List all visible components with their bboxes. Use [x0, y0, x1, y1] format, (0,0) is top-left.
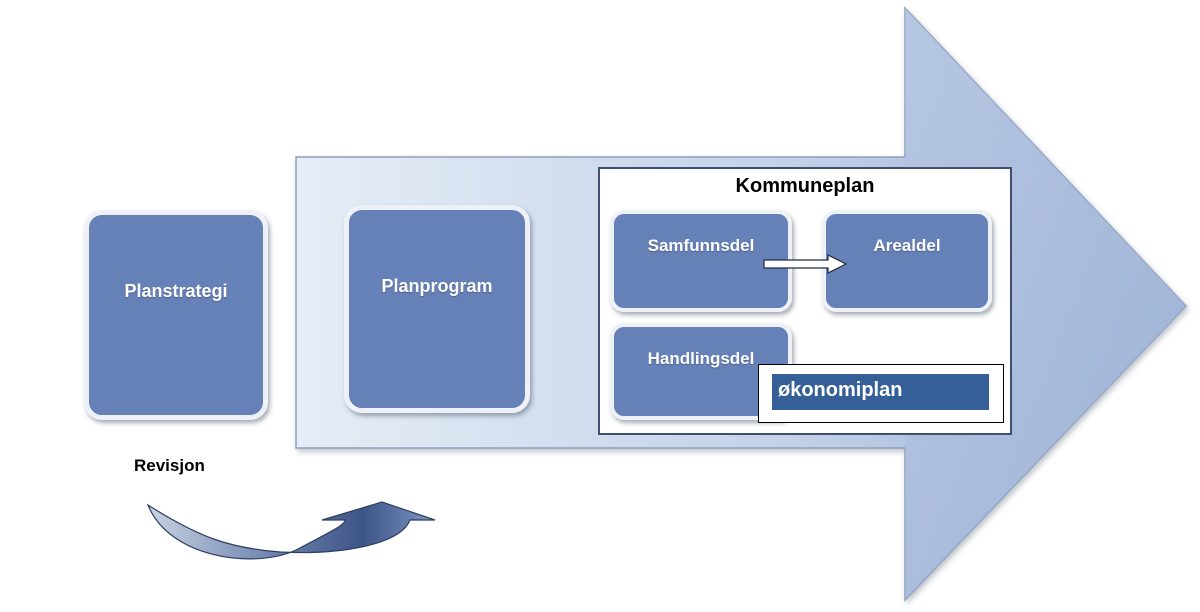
planstrategi-box: Planstrategi — [84, 210, 268, 420]
arealdel-label: Arealdel — [873, 236, 941, 255]
handlingsdel-label: Handlingsdel — [647, 349, 755, 368]
revision-curved-arrow — [146, 501, 436, 560]
planprogram-label: Planprogram — [381, 276, 493, 296]
kommuneplan-title: Kommuneplan — [735, 175, 875, 197]
planstrategi-label: Planstrategi — [124, 281, 228, 301]
samfunnsdel-label: Samfunnsdel — [647, 236, 755, 255]
samfunnsdel-box: Samfunnsdel — [610, 210, 792, 312]
arealdel-box: Arealdel — [822, 210, 992, 312]
revisjon-label: Revisjon — [134, 456, 205, 475]
planprogram-box: Planprogram — [344, 205, 530, 413]
okonomiplan-bar: økonomiplan — [772, 374, 989, 410]
